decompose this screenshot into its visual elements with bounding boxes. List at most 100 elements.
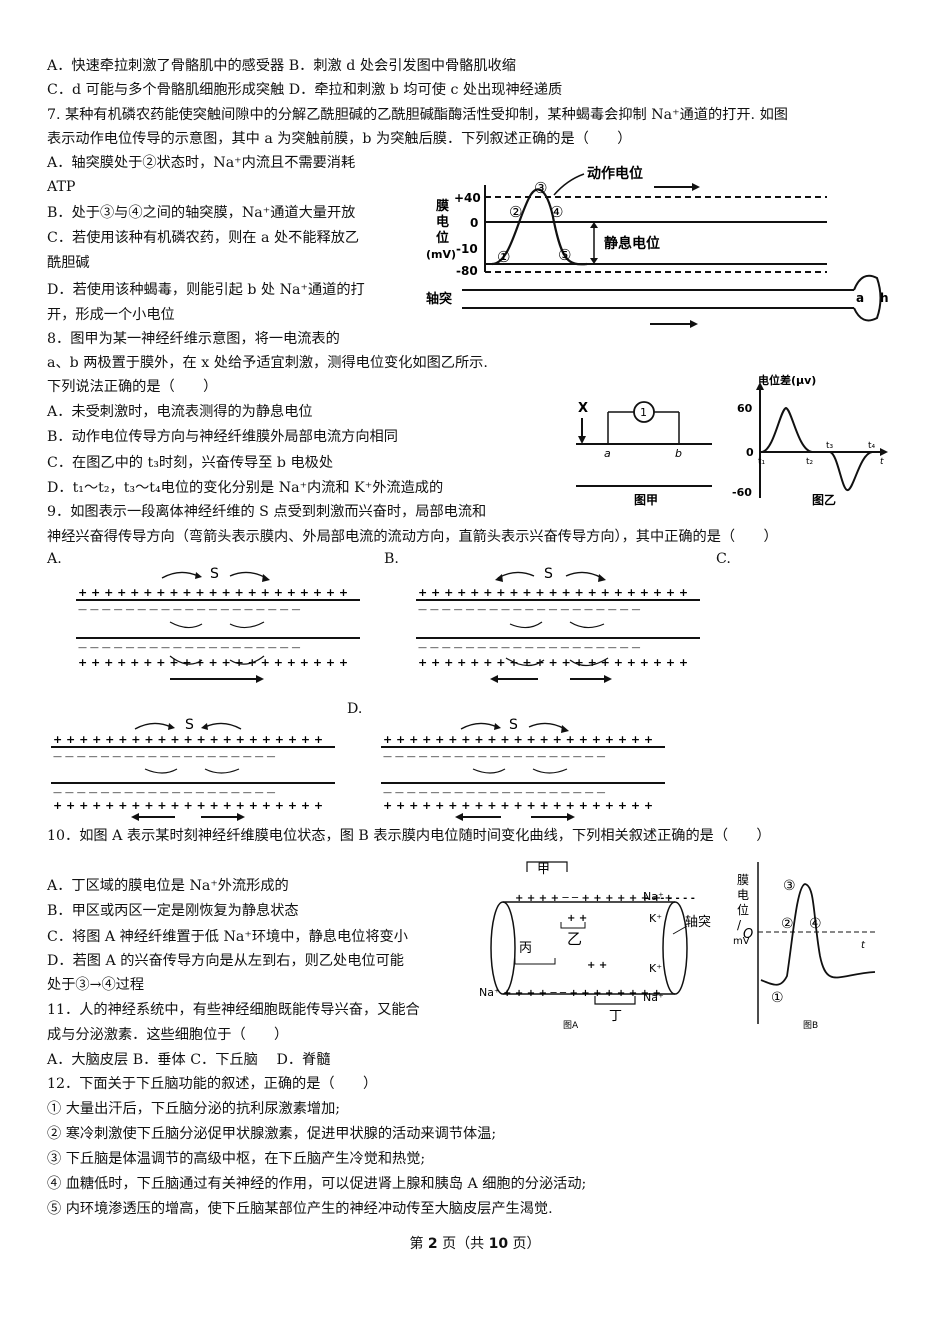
q10-marker-3: ③ — [783, 878, 796, 894]
q9-d-minus-top: — — — — — — — — — — — — — — — — — — — — [383, 752, 606, 762]
q12-item-3: ③ 下丘脑是体温调节的高级中枢，在下丘脑产生冷觉和热觉; — [47, 1151, 426, 1167]
q10-k-bottom: K⁺ — [649, 962, 662, 975]
q8-jia-caption: 图甲 — [634, 493, 658, 507]
q9-panel-c: S + + + + + + + + + + + + + + + + + + + … — [45, 713, 340, 825]
q9-a-minus-bottom: — — — — — — — — — — — — — — — — — — — — [78, 643, 301, 653]
footer-page-total: 10 — [488, 1236, 509, 1252]
q7-option-a-cont: ATP — [47, 179, 76, 195]
q8-option-b: B．动作电位传导方向与神经纤维膜外局部电流方向相同 — [47, 429, 398, 445]
q9-a-plus-bottom: + + + + + + + + + + + + + + + + + + + + … — [78, 656, 348, 669]
q7-stem-1: 7. 某种有机磷农药能使突触间隙中的分解乙酰胆碱的乙酰胆碱酯酶活性受抑制，某种蝎… — [47, 107, 788, 123]
q10-na-top: Na⁺ — [643, 890, 664, 903]
q8-ylabel: 电位差(μv) — [758, 373, 816, 387]
q9-d-plus-bottom: + + + + + + + + + + + + + + + + + + + + … — [383, 799, 653, 812]
q7-h-label: h — [880, 291, 889, 305]
q10-ding: 丁 — [609, 1009, 622, 1024]
q8-t: t — [880, 457, 884, 467]
q9-b-plus-bottom: + + + + + + + + + + + + + + + + + + + + … — [418, 656, 688, 669]
q7-a-label: a — [856, 291, 864, 305]
q9-d-plus-top: + + + + + + + + + + + + + + + + + + + + … — [383, 733, 653, 746]
q10-row-top: + + + + ─ ─ + + + + + + + + — [515, 893, 673, 904]
q11-stem-1: 11．人的神经系统中，有些神经细胞既能传导兴奋，又能合 — [47, 1002, 420, 1018]
q7-option-c: C．若使用该种有机磷农药，则在 a 处不能释放乙 — [47, 230, 360, 246]
q7-marker-2: ② — [509, 203, 522, 221]
q7-marker-5: ⑤ — [558, 246, 571, 264]
q8-b-label: b — [675, 447, 682, 460]
q10-caption-a: 图A — [563, 1020, 579, 1031]
q8-yi-caption: 图乙 — [812, 493, 836, 507]
footer-page-number: 2 — [427, 1236, 438, 1252]
q7-ytick-0: 0 — [470, 216, 478, 230]
q10-row-bottom: + + + + ─ ─ + + + + + + + + — [503, 988, 661, 999]
q8-option-d: D．t₁～t₂，t₃～t₄电位的变化分别是 Na⁺内流和 K⁺外流造成的 — [47, 480, 444, 496]
q10-ylabel-3: 位 — [737, 902, 749, 917]
q9-stem-2: 神经兴奋得传导方向（弯箭头表示膜内、外局部电流的流动方向，直箭头表示兴奋传导方向… — [47, 529, 778, 545]
q10-option-b: B．甲区或丙区一定是刚恢复为静息状态 — [47, 903, 299, 919]
q7-rest-label: 静息电位 — [604, 235, 660, 252]
q10-na-right: Na⁺ — [643, 991, 664, 1004]
q8-x-label: X — [578, 401, 588, 416]
q8-a-label: a — [604, 447, 611, 460]
q9-c-minus-top: — — — — — — — — — — — — — — — — — — — — [53, 752, 276, 762]
q7-action-label: 动作电位 — [587, 165, 643, 182]
q10-bing: 丙 — [519, 941, 532, 956]
q9-b-minus-top: — — — — — — — — — — — — — — — — — — — — [418, 605, 641, 615]
q12-item-2: ② 寒冷刺激使下丘脑分泌促甲状腺激素，促进甲状腺的活动来调节体温; — [47, 1126, 497, 1142]
q9-b-s: S — [544, 566, 553, 582]
q10-o: O — [743, 927, 753, 942]
q8-yzero: 0 — [746, 446, 754, 459]
q6-options-cd: C．d 可能与多个骨骼肌细胞形成突触 D．牵拉和刺激 b 均可使 c 处出现神经… — [47, 82, 563, 98]
q9-c-plus-bottom: + + + + + + + + + + + + + + + + + + + + … — [53, 799, 323, 812]
q8-option-a: A．未受刺激时，电流表测得的为静息电位 — [47, 404, 313, 420]
q8-stem-2: a、b 两极置于膜外，在 x 处给予适宜刺激，测得电位变化如图乙所示. — [47, 355, 488, 371]
q7-ytick-neg10: -10 — [456, 242, 478, 256]
q6-options-ab: A．快速牵拉刺激了骨骼肌中的感受器 B．刺激 d 处会引发图中骨骼肌收缩 — [47, 58, 516, 74]
q10-inner-top: + + — [567, 913, 587, 924]
q9-panel-d: S + + + + + + + + + + + + + + + + + + + … — [375, 713, 670, 825]
q7-option-d-cont: 开，形成一个小电位 — [47, 307, 175, 323]
q9-stem-1: 9．如图表示一段离体神经纤维的 S 点受到刺激而兴奋时，局部电流和 — [47, 504, 487, 520]
q7-option-b: B．处于③与④之间的轴突膜，Na⁺通道大量开放 — [47, 205, 356, 221]
q11-options: A．大脑皮层 B．垂体 C．下丘脑 D．脊髓 — [47, 1052, 331, 1068]
q9-option-b-label: B. — [384, 551, 399, 567]
q8-ytop: 60 — [737, 402, 753, 415]
q10-axon: 轴突 — [685, 914, 711, 930]
q10-t: t — [861, 940, 866, 951]
q10-marker-2: ② — [781, 916, 794, 932]
q10-ylabel-4: / — [737, 918, 742, 932]
q10-option-c: C．将图 A 神经纤维置于低 Na⁺环境中，静息电位将变小 — [47, 929, 408, 945]
q7-ytick-40: +40 — [454, 191, 481, 205]
q8-ybottom: -60 — [732, 486, 752, 499]
q10-marker-4: ④ — [809, 916, 822, 932]
q7-ylabel-unit: (mV) — [426, 248, 456, 261]
q7-option-a: A．轴突膜处于②状态时，Na⁺内流且不需要消耗 — [47, 155, 356, 171]
q10-option-d: D．若图 A 的兴奋传导方向是从左到右，则乙处电位可能 — [47, 953, 404, 969]
q9-a-plus-top: + + + + + + + + + + + + + + + + + + + + … — [78, 586, 348, 599]
q10-option-a: A．丁区域的膜电位是 Na⁺外流形成的 — [47, 878, 289, 894]
q10-ylabel-1: 膜 — [737, 873, 749, 887]
q9-d-minus-bottom: — — — — — — — — — — — — — — — — — — — — [383, 788, 606, 798]
q9-b-plus-top: + + + + + + + + + + + + + + + + + + + + … — [418, 586, 688, 599]
q9-a-minus-top: — — — — — — — — — — — — — — — — — — — — [78, 605, 301, 615]
q9-panel-a: S + + + + + + + + + + + + + + + + + + + … — [70, 562, 365, 687]
q9-c-minus-bottom: — — — — — — — — — — — — — — — — — — — — [53, 788, 276, 798]
q10-k-top: K⁺ — [649, 912, 662, 925]
q9-option-c-label: C. — [716, 551, 731, 567]
q9-panel-b: S + + + + + + + + + + + + + + + + + + + … — [410, 562, 705, 687]
q12-item-4: ④ 血糖低时，下丘脑通过有关神经的作用，可以促进肾上腺和胰岛 A 细胞的分泌活动… — [47, 1176, 587, 1192]
q10-inner-bottom: + + — [587, 960, 607, 971]
q7-ytick-neg80: -80 — [456, 264, 478, 278]
q7-marker-3: ③ — [534, 179, 547, 197]
q7-ylabel-3: 位 — [436, 230, 449, 246]
q7-option-c-cont: 酰胆碱 — [47, 255, 90, 271]
q12-stem: 12．下面关于下丘脑功能的叙述，正确的是（ ） — [47, 1076, 378, 1092]
q10-ylabel-5: mV — [733, 936, 750, 947]
q9-d-s: S — [509, 717, 518, 733]
q12-item-1: ① 大量出汗后，下丘脑分泌的抗利尿激素增加; — [47, 1101, 341, 1117]
q8-stem-3: 下列说法正确的是（ ） — [47, 379, 218, 395]
q10-row-top-2: - - - - - - - — [645, 893, 695, 904]
q9-c-s: S — [185, 717, 194, 733]
q8-t1: t₁ — [758, 457, 766, 467]
q8-t2: t₂ — [806, 457, 814, 467]
page-footer: 第 2 页（共 10 页） — [0, 1233, 950, 1253]
